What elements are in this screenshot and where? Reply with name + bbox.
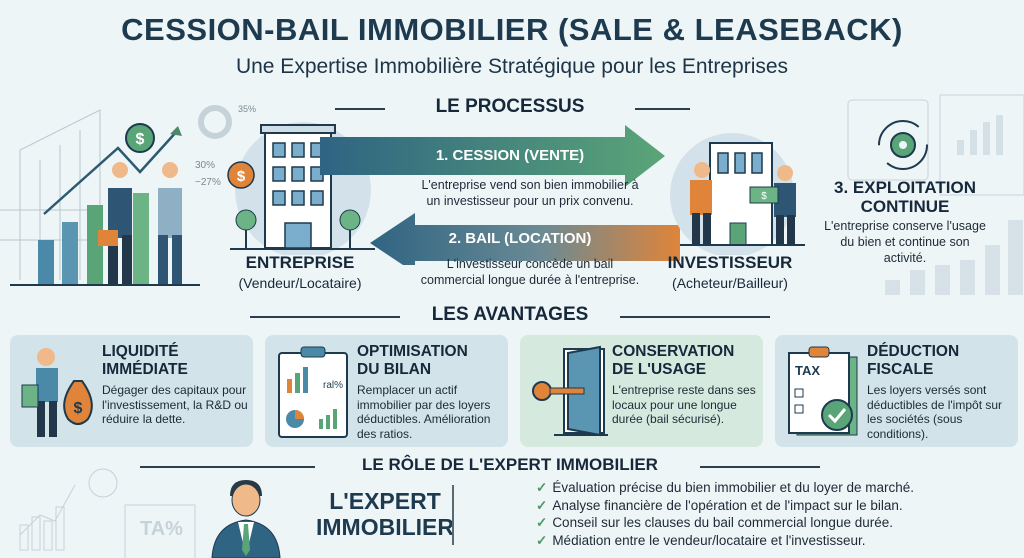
svg-text:$: $ xyxy=(237,168,246,185)
card-title-1: DÉDUCTION xyxy=(867,343,960,360)
expert-title-2: IMMOBILIER xyxy=(316,514,454,540)
card-title-2: DU BILAN xyxy=(357,361,432,378)
expert-title-1: L'EXPERT xyxy=(329,488,441,514)
step1-label: 1. CESSION (VENTE) xyxy=(435,147,585,164)
divider xyxy=(250,316,400,318)
svg-text:ral%: ral% xyxy=(323,380,343,391)
card-text: Remplacer un actif immobilier par des lo… xyxy=(357,383,491,441)
checklist-item: ✓Évaluation précise du bien immobilier e… xyxy=(536,480,914,495)
step2-label: 2. BAIL (LOCATION) xyxy=(448,230,592,247)
step1-desc-1: L'entreprise vend son bien immobilier à xyxy=(421,178,639,192)
card-text: Les loyers versés sont déductibles de l'… xyxy=(867,383,1003,441)
step3-label-2: CONTINUE xyxy=(860,197,950,216)
expert-avatar-icon xyxy=(211,480,281,558)
sale-arrow xyxy=(320,125,665,187)
card-title-2: DE L'USAGE xyxy=(612,361,707,378)
investisseur-role: (Acheteur/Bailleur) xyxy=(672,275,788,291)
investisseur-label: INVESTISSEUR xyxy=(667,253,793,272)
step1-desc-2: un investisseur pour un prix convenu. xyxy=(426,194,634,208)
section-heading-advantages: LES AVANTAGES xyxy=(431,304,589,325)
step3-desc-3: activité. xyxy=(883,251,927,265)
svg-text:$: $ xyxy=(74,400,83,417)
divider xyxy=(635,108,690,110)
card-title-2: FISCALE xyxy=(867,361,934,378)
divider-vertical xyxy=(452,485,454,545)
deco-pct-35: 35% xyxy=(238,104,256,114)
exploitation-background-charts xyxy=(847,94,1024,295)
checklist-item: ✓Médiation entre le vendeur/locataire et… xyxy=(536,532,866,548)
card-title-1: LIQUIDITÉ xyxy=(102,343,179,360)
tax-label: TAX xyxy=(795,363,820,378)
svg-text:$: $ xyxy=(761,191,767,202)
card-title-1: OPTIMISATION xyxy=(357,343,468,360)
process-arrows xyxy=(320,125,680,265)
divider xyxy=(700,466,820,468)
svg-text:TA%: TA% xyxy=(140,518,183,540)
checklist-item: ✓Analyse financière de l'opération et de… xyxy=(536,497,903,513)
divider xyxy=(140,466,315,468)
card-title-1: CONSERVATION xyxy=(612,343,735,360)
check-icon: ✓ xyxy=(536,515,548,530)
card-title-2: IMMÉDIATE xyxy=(102,361,188,378)
deco-pct-27: −27% xyxy=(195,177,221,188)
page-subtitle: Une Expertise Immobilière Stratégique po… xyxy=(235,55,789,78)
clipboard-chart-icon: ral% xyxy=(278,346,348,438)
money-bag-icon: $ xyxy=(21,348,93,437)
step3-desc-2: du bien et continue son xyxy=(840,235,970,249)
check-icon: ✓ xyxy=(536,532,548,548)
investisseur-building-icon: $ xyxy=(670,133,805,255)
entreprise-role: (Vendeur/Locataire) xyxy=(238,275,362,291)
step3-label-1: 3. EXPLOITATION xyxy=(834,178,976,197)
divider xyxy=(620,316,770,318)
card-text: Dégager des capitaux pour l'investisseme… xyxy=(102,383,248,426)
tax-document-icon: TAX xyxy=(788,346,858,436)
expert-checklist: ✓Évaluation précise du bien immobilier e… xyxy=(536,479,914,549)
svg-text:$: $ xyxy=(136,131,145,148)
checklist-item: ✓Conseil sur les clauses du bail commerc… xyxy=(536,515,893,530)
deco-pct-30: 30% xyxy=(195,160,215,171)
step2-desc-2: commercial longue durée à l'entreprise. xyxy=(420,273,640,287)
handshake-growth-illustration: $ 35% 30% −27% xyxy=(0,104,256,286)
check-icon: ✓ xyxy=(536,497,548,513)
key-door-icon xyxy=(532,345,608,437)
check-icon: ✓ xyxy=(536,480,548,495)
entreprise-label: ENTREPRISE xyxy=(245,253,355,272)
section-heading-process: LE PROCESSUS xyxy=(435,96,585,117)
card-text: L'entreprise reste dans ses locaux pour … xyxy=(612,383,756,426)
divider xyxy=(335,108,385,110)
lease-arrow xyxy=(370,213,680,265)
section-heading-expert: LE RÔLE DE L'EXPERT IMMOBILIER xyxy=(362,455,658,474)
step2-desc-1: L'investisseur concède un bail xyxy=(446,257,614,271)
documents-background-illustration: TA% xyxy=(19,468,196,558)
page-title: CESSION-BAIL IMMOBILIER (SALE & LEASEBAC… xyxy=(121,12,903,47)
step3-desc-1: L'entreprise conserve l'usage xyxy=(824,219,986,233)
